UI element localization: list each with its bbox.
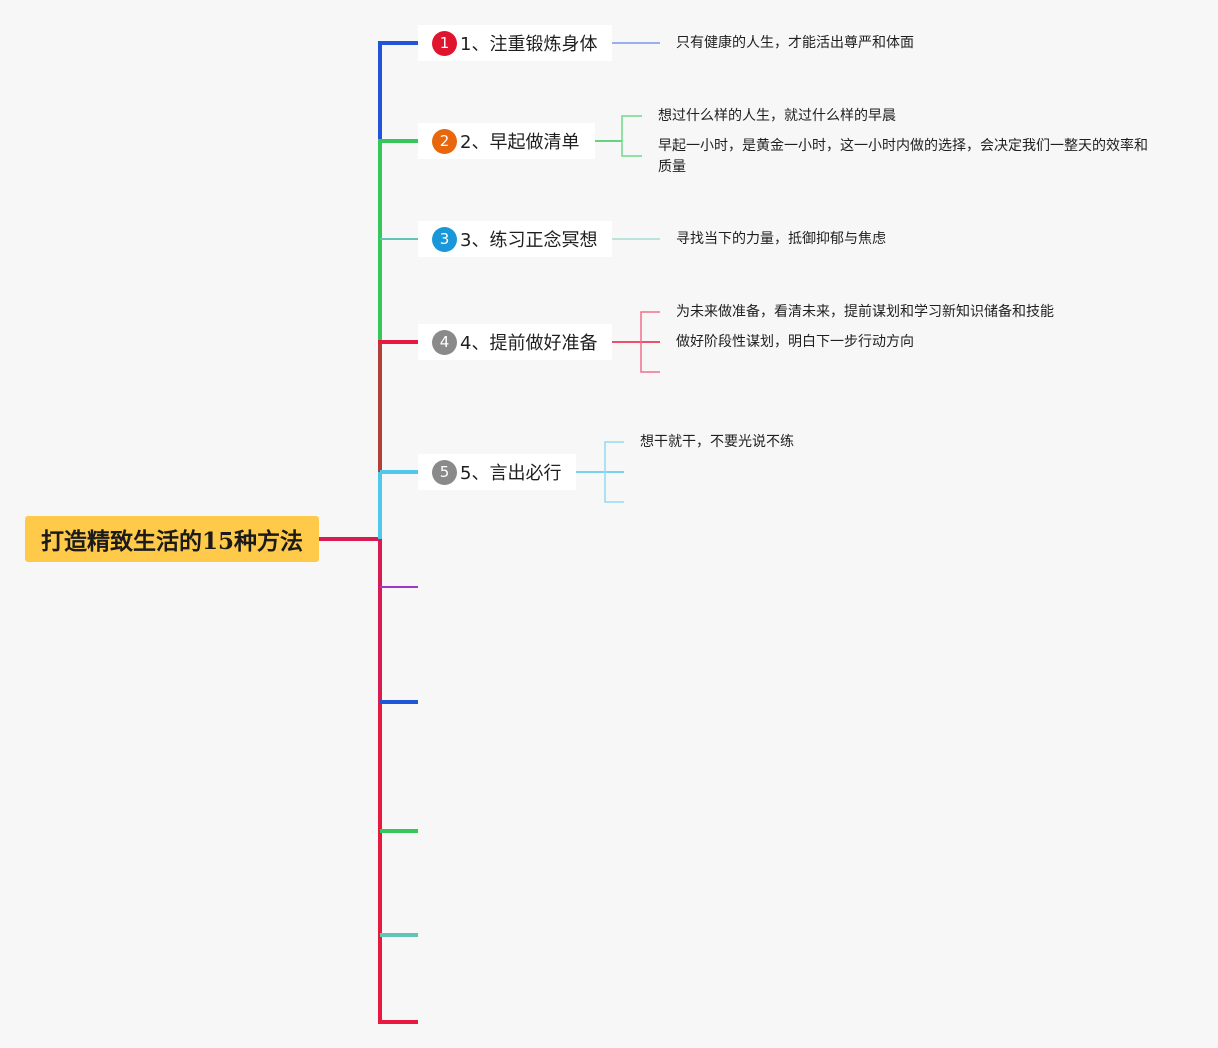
leaf-note[interactable]: 寻找当下的力量，抵御抑郁与焦虑 — [676, 231, 886, 247]
leaf-note[interactable]: 早起一小时，是黄金一小时，这一小时内做的选择，会决定我们一整天的效率和质量 — [658, 138, 1148, 175]
leaf-note[interactable]: 只有健康的人生，才能活出尊严和体面 — [676, 35, 914, 51]
topic-label: 4、提前做好准备 — [460, 333, 598, 354]
leaf-bracket — [621, 115, 642, 157]
number-badge-icon: 5 — [432, 459, 457, 485]
topic-label: 5、言出必行 — [460, 463, 562, 484]
number-badge-icon: 1 — [432, 30, 457, 56]
number-badge-icon: 4 — [432, 329, 457, 355]
leaf-bracket — [640, 311, 660, 373]
leaf-note[interactable]: 想干就干，不要光说不练 — [640, 434, 794, 450]
number-badge-icon: 2 — [432, 128, 457, 154]
leaf-note[interactable]: 做好阶段性谋划，明白下一步行动方向 — [676, 334, 914, 350]
topic-2[interactable]: 2 2、早起做清单 — [418, 123, 595, 159]
topic-4[interactable]: 4 4、提前做好准备 — [418, 324, 612, 360]
leaf-note[interactable]: 为未来做准备，看清未来，提前谋划和学习新知识储备和技能 — [676, 304, 1054, 320]
topic-1[interactable]: 1 1、注重锻炼身体 — [418, 25, 612, 61]
topic-label: 1、注重锻炼身体 — [460, 34, 598, 55]
leaf-bracket — [604, 441, 624, 503]
topic-label: 2、早起做清单 — [460, 132, 580, 153]
number-badge-icon: 3 — [432, 226, 457, 252]
topic-3[interactable]: 3 3、练习正念冥想 — [418, 221, 612, 257]
leaf-note[interactable]: 想过什么样的人生，就过什么样的早晨 — [658, 108, 896, 124]
root-topic[interactable]: 打造精致生活的15种方法 — [25, 516, 319, 562]
topic-label: 3、练习正念冥想 — [460, 230, 598, 251]
topic-5[interactable]: 5 5、言出必行 — [418, 454, 576, 490]
